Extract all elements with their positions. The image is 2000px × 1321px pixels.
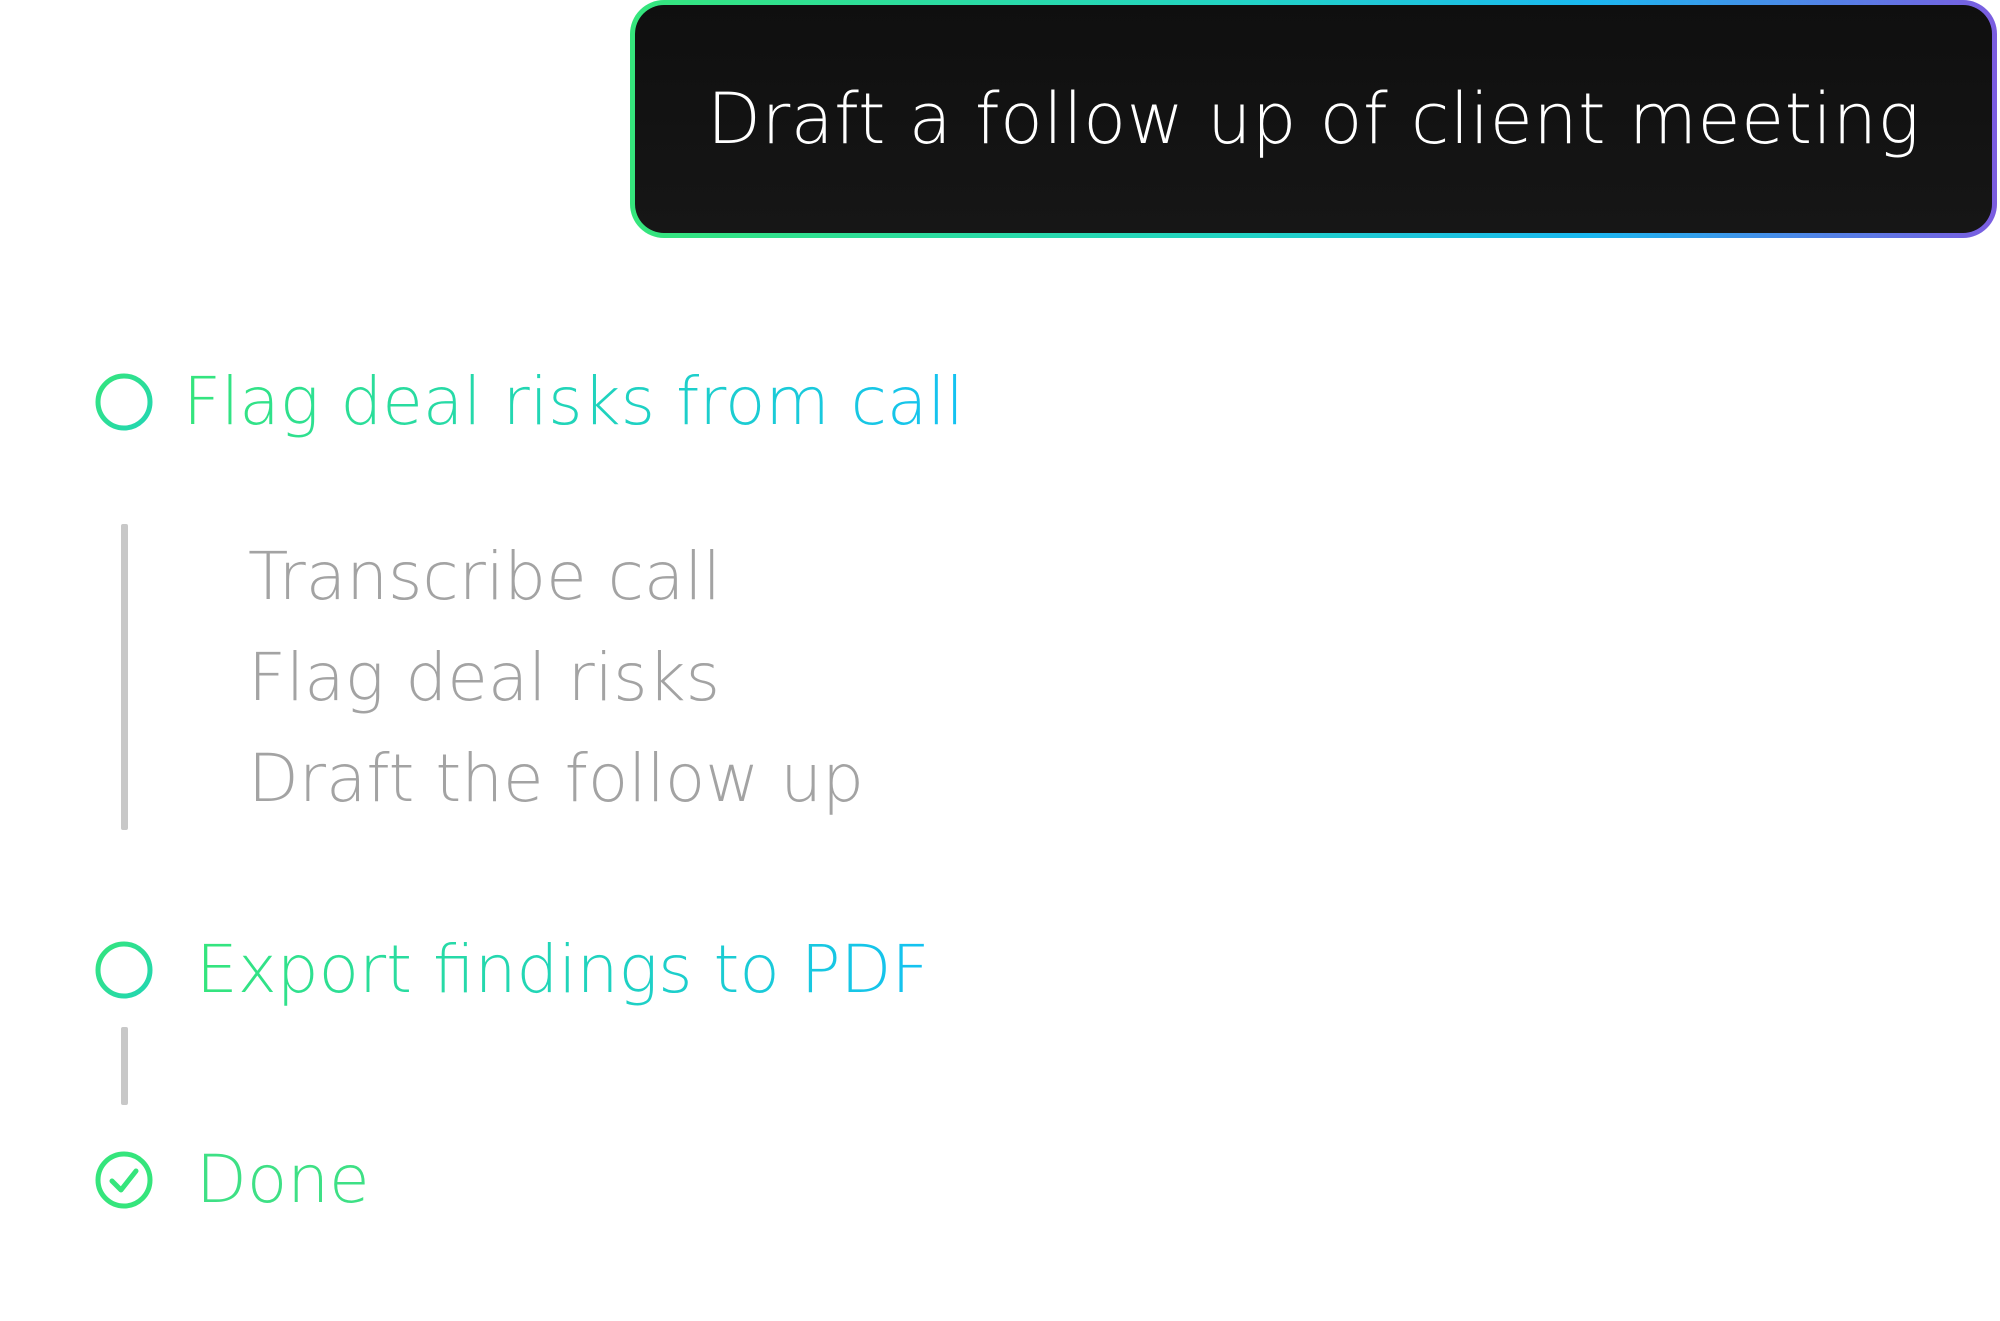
step-flag-deal-risks[interactable]: Flag deal risks from call (95, 363, 964, 440)
step-done[interactable]: Done (95, 1141, 370, 1218)
substep-item: Transcribe call (248, 538, 722, 615)
prompt-card-inner: Draft a follow up of client meeting (635, 5, 1992, 233)
prompt-card[interactable]: Draft a follow up of client meeting (630, 0, 1997, 238)
check-circle-icon (95, 1151, 153, 1208)
step-label: Export findings to PDF (196, 931, 930, 1008)
substep-item: Flag deal risks (248, 639, 721, 716)
substep-item: Draft the follow up (248, 740, 864, 817)
step-connector (121, 524, 128, 830)
circle-icon (95, 941, 153, 998)
step-export-findings[interactable]: Export findings to PDF (95, 931, 929, 1008)
prompt-text: Draft a follow up of client meeting (707, 78, 1920, 160)
step-connector (121, 1027, 128, 1105)
step-label: Flag deal risks from call (183, 363, 965, 440)
circle-icon (95, 373, 153, 430)
step-label: Done (196, 1141, 370, 1218)
substep-list: Transcribe call Flag deal risks Draft th… (248, 537, 864, 840)
